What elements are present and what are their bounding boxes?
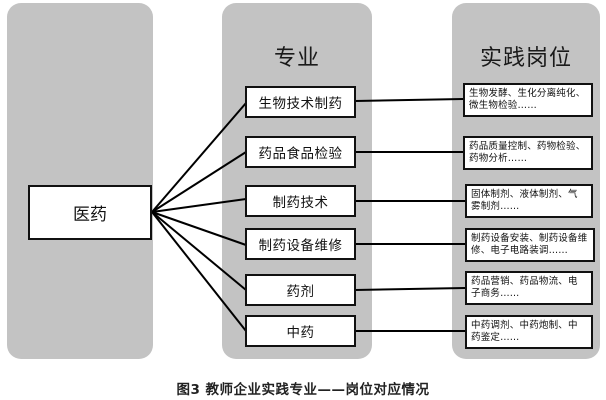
post-node-2: 药品质量控制、药物检验、药物分析……	[463, 136, 593, 170]
post-node-1: 生物发酵、生化分离纯化、微生物检验……	[463, 83, 593, 117]
major-to-post-1	[354, 98, 464, 102]
major-node-4: 制药设备维修	[245, 228, 356, 260]
root-to-major-2	[151, 151, 247, 213]
post-column-title: 实践岗位	[479, 46, 572, 71]
root-node: 医药	[28, 185, 152, 240]
major-to-post-5	[354, 287, 466, 291]
figure-caption: 图3 教师企业实践专业——岗位对应情况	[176, 382, 430, 398]
post-node-4: 制药设备安装、制药设备维修、电子电路装调……	[465, 228, 595, 262]
major-node-1: 生物技术制药	[245, 86, 356, 118]
root-to-major-5	[151, 211, 247, 291]
major-column-title: 专业	[273, 46, 320, 71]
post-node-3: 固体制剂、液体制剂、气雾制剂……	[465, 184, 593, 218]
root-to-major-4	[151, 211, 247, 246]
major-node-6: 中药	[245, 315, 356, 347]
root-to-major-6	[151, 211, 247, 332]
post-node-5: 药品营销、药品物流、电子商务……	[465, 271, 593, 305]
left-panel	[7, 3, 153, 359]
post-node-6: 中药调剂、中药炮制、中药鉴定……	[465, 315, 593, 349]
major-node-3: 制药技术	[245, 185, 356, 217]
root-to-major-3	[151, 198, 247, 213]
major-node-5: 药剂	[245, 274, 356, 306]
root-to-major-1	[151, 102, 247, 213]
major-node-2: 药品食品检验	[245, 136, 356, 168]
